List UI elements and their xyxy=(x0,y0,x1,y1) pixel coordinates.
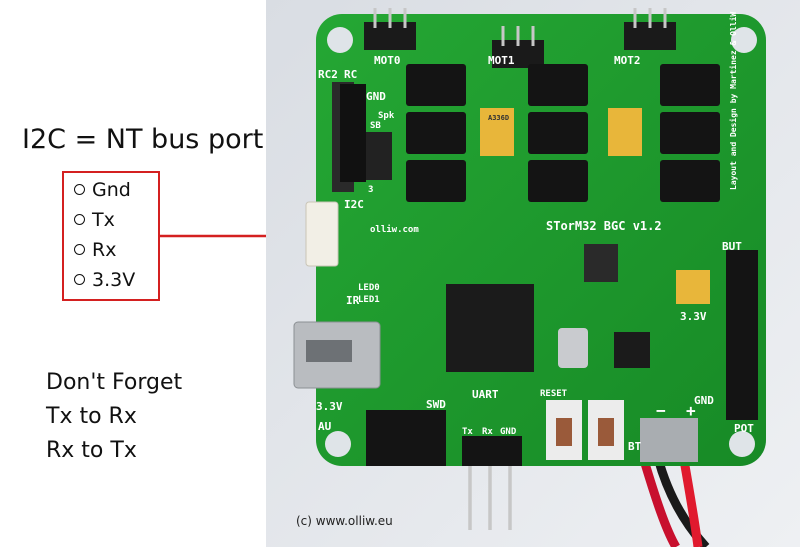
pin-label: 3.3V xyxy=(92,269,136,291)
i2c-connector xyxy=(305,201,339,267)
silk-spk: Spk xyxy=(378,111,395,121)
silk-3v3-left: 3.3V xyxy=(316,400,343,413)
rc-header xyxy=(332,82,366,192)
note: Don't Forget Tx to Rx Rx to Tx xyxy=(46,366,182,468)
pin-circle-icon xyxy=(74,274,85,285)
pin-rx: Rx xyxy=(74,239,116,261)
crystal xyxy=(558,328,588,368)
header-pins xyxy=(373,8,667,46)
silk-olliw: olliw.com xyxy=(370,224,419,235)
uart-pins xyxy=(468,466,512,530)
board-photo: MOT0 MOT1 MOT2 RC2 RC GND Spk SB 3 I2C I… xyxy=(266,0,800,547)
regulator xyxy=(584,244,618,282)
silk-i2c: I2C xyxy=(344,198,364,211)
right-header xyxy=(726,250,758,420)
note-line: Tx to Rx xyxy=(46,404,137,429)
silk-gnd-uart: GND xyxy=(500,427,517,437)
pin-label: Tx xyxy=(92,209,115,231)
silk-tx: Tx xyxy=(462,427,473,437)
red-wire xyxy=(639,458,680,547)
pin-gnd: Gnd xyxy=(74,179,131,201)
silk-3: 3 xyxy=(368,185,373,195)
silk-led0: LED0 xyxy=(358,283,380,293)
silk-rc2: RC2 xyxy=(318,68,338,81)
title: I2C = NT bus port xyxy=(22,124,264,155)
silk-cap: A336D xyxy=(488,114,509,122)
silk-swd: SWD xyxy=(426,398,446,411)
usb-port xyxy=(293,321,381,389)
pin-tx: Tx xyxy=(74,209,115,231)
pin-label: Gnd xyxy=(92,179,131,201)
silk-au: AU xyxy=(318,420,332,433)
driver-chips xyxy=(406,64,720,202)
pin-circle-icon xyxy=(74,184,85,195)
silk-mot2: MOT2 xyxy=(614,54,641,67)
silk-rc: RC xyxy=(344,68,357,81)
pin-33v: 3.3V xyxy=(74,269,135,291)
mcu-chip xyxy=(446,284,534,372)
silk-rx: Rx xyxy=(482,427,493,437)
silk-minus: − xyxy=(656,401,666,420)
pin-circle-icon xyxy=(74,244,85,255)
silk-uart: UART xyxy=(472,388,499,401)
pinout-box: Gnd Tx Rx 3.3V xyxy=(62,171,160,301)
silk-3v3-right: 3.3V xyxy=(680,310,707,323)
spk-header xyxy=(366,132,392,180)
silk-gnd: GND xyxy=(366,90,386,103)
pin-label: Rx xyxy=(92,239,117,261)
copyright: (c) www.olliw.eu xyxy=(296,514,393,528)
battery-terminal xyxy=(640,418,698,462)
tantalum-caps xyxy=(480,108,710,304)
red-wire xyxy=(679,459,703,547)
imu-chip xyxy=(614,332,650,368)
silk-gnd-right: GND xyxy=(694,394,714,407)
silk-led1: LED1 xyxy=(358,295,380,305)
silk-but: BUT xyxy=(722,240,742,253)
swd-header xyxy=(366,410,446,466)
silk-ir: IR xyxy=(346,294,360,307)
silk-sb: SB xyxy=(370,121,381,131)
pin-circle-icon xyxy=(74,214,85,225)
uart-header xyxy=(462,436,522,466)
silk-bt: BT xyxy=(628,440,642,453)
silkscreen: MOT0 MOT1 MOT2 RC2 RC GND Spk SB 3 I2C I… xyxy=(316,12,754,453)
silk-mot1: MOT1 xyxy=(488,54,515,67)
silk-mot0: MOT0 xyxy=(374,54,401,67)
note-line: Rx to Tx xyxy=(46,438,137,463)
silk-reset: RESET xyxy=(540,389,568,399)
silk-pot: POT xyxy=(734,422,754,435)
note-line: Don't Forget xyxy=(46,370,183,395)
silk-credit: Layout and Design by Martinez & OlliW xyxy=(728,12,738,190)
silk-plus: + xyxy=(686,401,696,420)
buttons xyxy=(546,400,624,460)
silk-board-name: STorM32 BGC v1.2 xyxy=(546,219,662,233)
